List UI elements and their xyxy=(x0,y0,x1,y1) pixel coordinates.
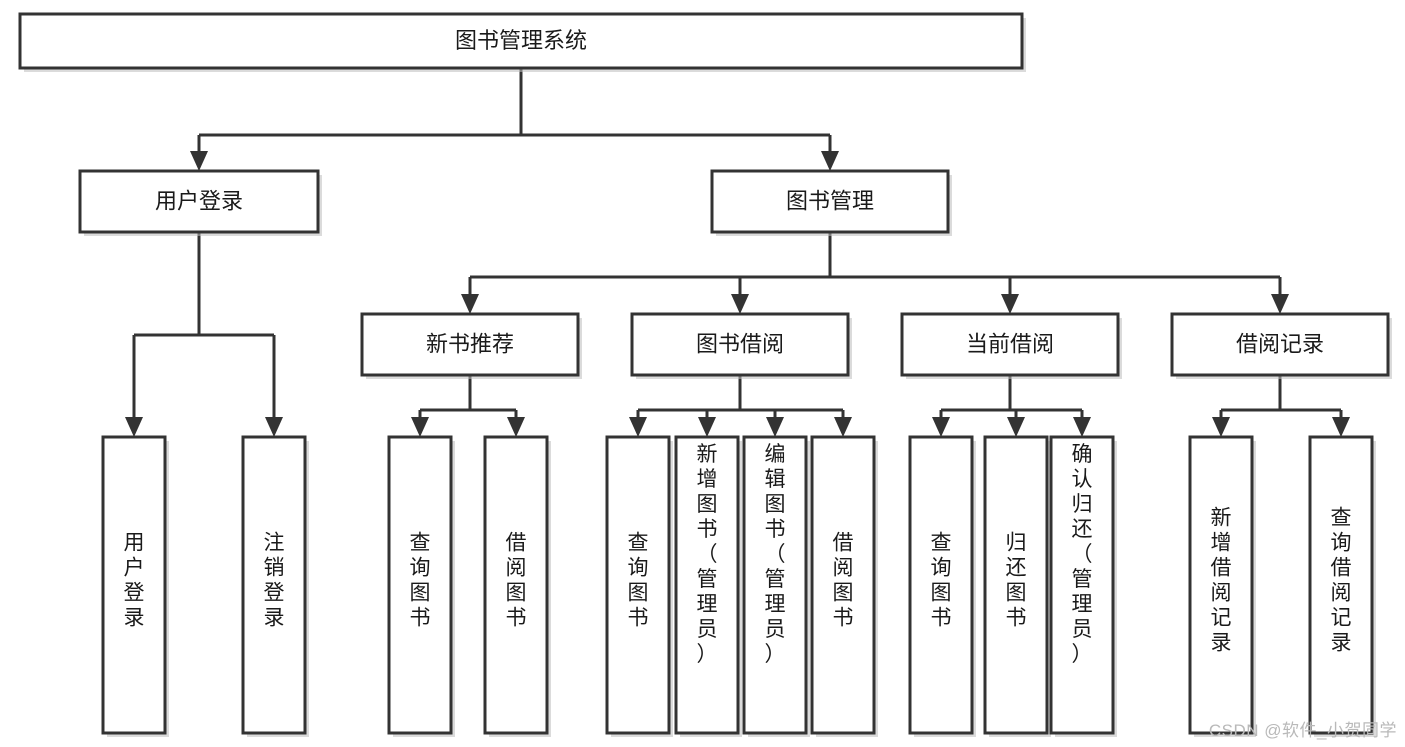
node-label: 借阅图书 xyxy=(833,532,854,630)
node-rect xyxy=(605,435,671,735)
arrow-head-icon xyxy=(1007,417,1025,437)
node-layer: 图书管理系统用户登录图书管理新书推荐图书借阅当前借阅借阅记录用户登录注销登录查询… xyxy=(18,12,1392,737)
node-rect xyxy=(101,435,167,735)
node-rect xyxy=(387,435,453,735)
node-rect xyxy=(483,435,549,735)
node-rect xyxy=(983,435,1049,735)
node-label: 图书借阅 xyxy=(696,331,784,356)
node-rect xyxy=(1188,435,1254,735)
node-rect xyxy=(18,12,1024,70)
node-leaf-borrow-book-2[interactable]: 借阅图书 xyxy=(810,435,878,737)
arrow-head-icon xyxy=(821,151,839,171)
node-leaf-add-record[interactable]: 新增借阅记录 xyxy=(1188,435,1256,737)
node-borrow-record[interactable]: 借阅记录 xyxy=(1170,312,1392,379)
node-rect xyxy=(241,435,307,735)
node-book-manage[interactable]: 图书管理 xyxy=(710,169,952,236)
node-rect xyxy=(810,435,876,735)
arrow-head-icon xyxy=(1332,417,1350,437)
arrow-head-icon xyxy=(461,294,479,314)
node-rect xyxy=(674,435,740,735)
node-label: 用户登录 xyxy=(124,532,145,630)
node-leaf-query-record[interactable]: 查询借阅记录 xyxy=(1308,435,1376,737)
node-rect xyxy=(742,435,808,735)
node-leaf-add-book[interactable]: 新增图书（管理员） xyxy=(674,435,742,737)
node-rect xyxy=(1308,435,1374,735)
arrow-head-icon xyxy=(629,417,647,437)
node-rect xyxy=(1049,435,1115,735)
arrow-head-icon xyxy=(766,417,784,437)
node-label: 查询图书 xyxy=(410,532,431,630)
node-leaf-query-book-3[interactable]: 查询图书 xyxy=(908,435,976,737)
node-rect xyxy=(630,312,850,377)
node-label: 确认归还（管理员） xyxy=(1072,443,1093,666)
arrow-head-icon xyxy=(834,417,852,437)
node-rect xyxy=(710,169,950,234)
node-leaf-user-login[interactable]: 用户登录 xyxy=(101,435,169,737)
node-label: 编辑图书（管理员） xyxy=(765,443,786,666)
arrow-head-icon xyxy=(1073,417,1091,437)
node-new-book-rec[interactable]: 新书推荐 xyxy=(360,312,582,379)
node-leaf-query-book-1[interactable]: 查询图书 xyxy=(387,435,455,737)
connector-layer xyxy=(125,68,1350,437)
arrow-head-icon xyxy=(265,417,283,437)
node-leaf-query-book-2[interactable]: 查询图书 xyxy=(605,435,673,737)
arrow-head-icon xyxy=(411,417,429,437)
node-label: 当前借阅 xyxy=(966,331,1054,356)
node-current-borrow[interactable]: 当前借阅 xyxy=(900,312,1122,379)
node-leaf-confirm-return[interactable]: 确认归还（管理员） xyxy=(1049,435,1117,737)
arrow-head-icon xyxy=(932,417,950,437)
node-label: 新书推荐 xyxy=(426,331,514,356)
node-root-图书管理系统[interactable]: 图书管理系统 xyxy=(18,12,1026,72)
node-label: 用户登录 xyxy=(155,188,243,213)
node-rect xyxy=(360,312,580,377)
node-book-borrow[interactable]: 图书借阅 xyxy=(630,312,852,379)
node-label: 查询图书 xyxy=(931,532,952,630)
node-label: 归还图书 xyxy=(1006,532,1027,630)
arrow-head-icon xyxy=(1271,294,1289,314)
node-rect xyxy=(900,312,1120,377)
arrow-head-icon xyxy=(125,417,143,437)
node-label: 图书管理 xyxy=(786,188,874,213)
node-leaf-return-book[interactable]: 归还图书 xyxy=(983,435,1051,737)
node-label: 图书管理系统 xyxy=(455,28,587,53)
node-label: 借阅记录 xyxy=(1236,331,1324,356)
node-rect xyxy=(1170,312,1390,377)
node-label: 注销登录 xyxy=(264,532,285,630)
node-label: 借阅图书 xyxy=(506,532,527,630)
node-leaf-edit-book[interactable]: 编辑图书（管理员） xyxy=(742,435,810,737)
node-label: 查询图书 xyxy=(628,532,649,630)
node-leaf-borrow-book-1[interactable]: 借阅图书 xyxy=(483,435,551,737)
arrow-head-icon xyxy=(1212,417,1230,437)
arrow-head-icon xyxy=(1001,294,1019,314)
arrow-head-icon xyxy=(190,151,208,171)
node-label: 新增图书（管理员） xyxy=(697,443,718,666)
node-leaf-user-logout[interactable]: 注销登录 xyxy=(241,435,309,737)
node-user-login[interactable]: 用户登录 xyxy=(78,169,322,236)
arrow-head-icon xyxy=(731,294,749,314)
node-rect xyxy=(908,435,974,735)
arrow-head-icon xyxy=(698,417,716,437)
node-label: 查询借阅记录 xyxy=(1331,507,1352,655)
node-rect xyxy=(78,169,320,234)
node-label: 新增借阅记录 xyxy=(1211,507,1232,655)
arrow-head-icon xyxy=(507,417,525,437)
